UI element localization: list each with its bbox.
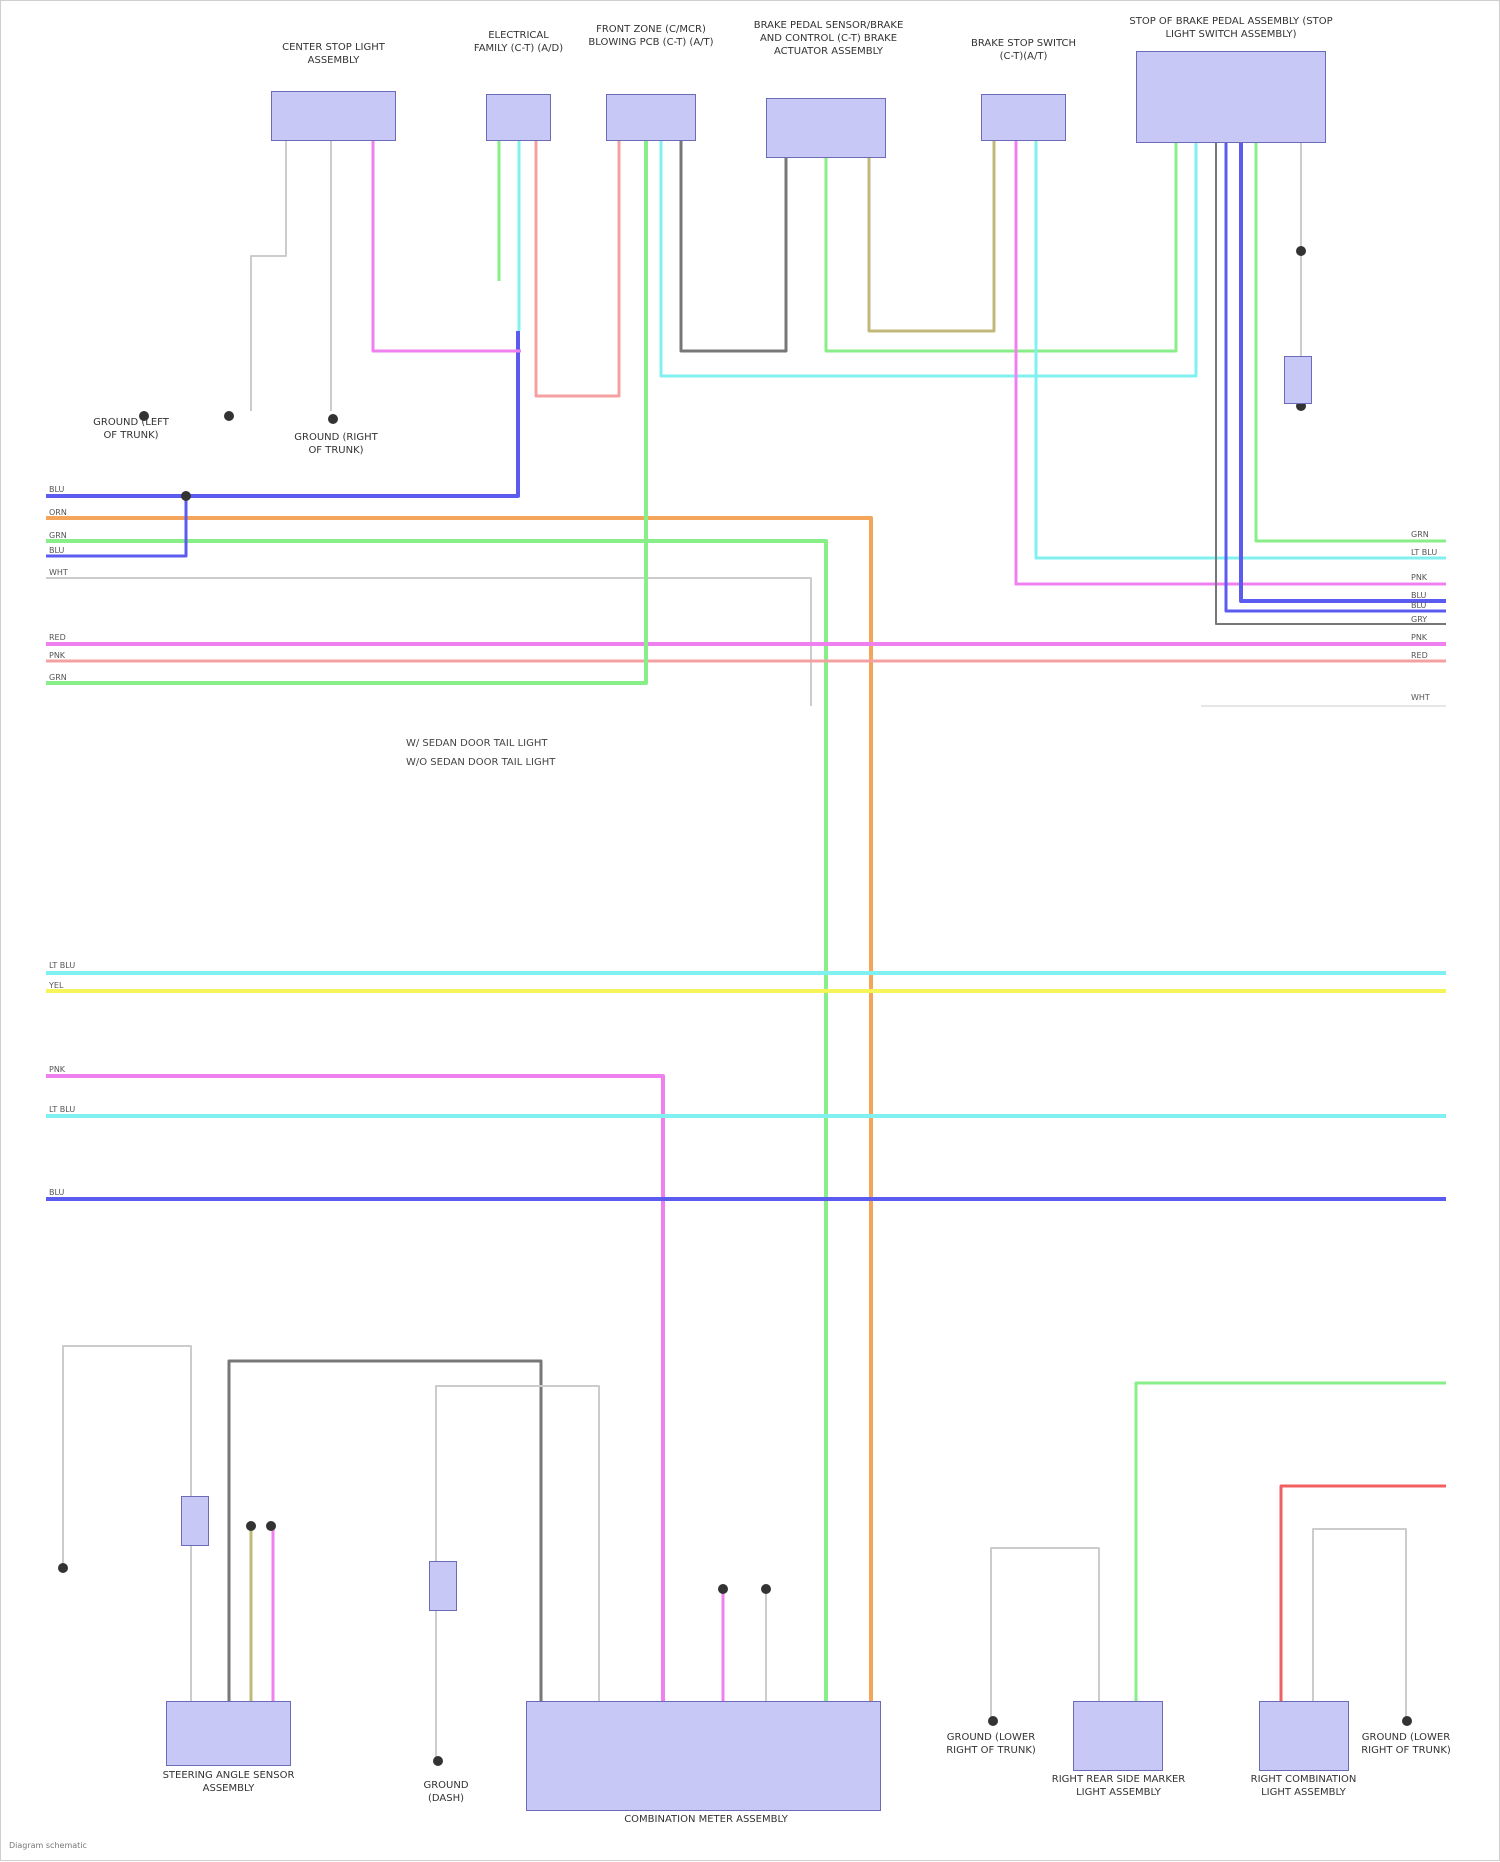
combination-meter-label: COMBINATION METER ASSEMBLY <box>561 1813 851 1826</box>
ground-dot-10 <box>988 1716 998 1726</box>
wire-top-green-ba <box>826 143 1176 351</box>
brake-actuator-label: BRAKE PEDAL SENSOR/BRAKE AND CONTROL (C-… <box>746 19 911 58</box>
mid-wire-label-4: BLU <box>49 1186 64 1199</box>
left-wire-label-0: BLU <box>49 483 64 496</box>
wire-orn-2 <box>46 518 871 1701</box>
combination-meter-connector <box>526 1701 881 1811</box>
wire-pnk-mid <box>46 1076 663 1701</box>
left-wire-label-4: WHT <box>49 566 68 579</box>
left-wire-label-2: GRN <box>49 529 67 542</box>
ground-dot-11 <box>1402 1716 1412 1726</box>
ground-dot-8 <box>718 1584 728 1594</box>
right-wire-label-0: GRN <box>1411 528 1429 541</box>
ground-label-4: GROUND (LOWER RIGHT OF TRUNK) <box>936 1731 1046 1757</box>
brake-actuator-connector <box>766 98 886 158</box>
mid-wire-label-2: PNK <box>49 1063 65 1076</box>
steering-angle-sensor-connector <box>166 1701 291 1766</box>
blowing-pcb-label: FRONT ZONE (C/MCR) BLOWING PCB (C-T) (A/… <box>586 23 716 49</box>
left-wire-label-1: ORN <box>49 506 67 519</box>
stop-light-switch-connector <box>1136 51 1326 143</box>
ground-label-3: GROUND (DASH) <box>406 1779 486 1805</box>
wire-bot-gray-loop1 <box>63 1346 191 1701</box>
brake-stop-switch-label: BRAKE STOP SWITCH (C-T)(A/T) <box>966 37 1081 63</box>
left-wire-label-6: PNK <box>49 649 65 662</box>
wire-top-gray-1 <box>251 141 286 411</box>
small-sensor-block <box>1284 356 1312 404</box>
wire-blu-4 <box>46 496 186 556</box>
wire-top-cyan-bp <box>661 141 1196 376</box>
left-wire-label-7: GRN <box>49 671 67 684</box>
inline-component-b <box>429 1561 457 1611</box>
wire-bot-gray-loop2 <box>229 1361 541 1701</box>
ground-label-2: GROUND (RIGHT OF TRUNK) <box>291 431 381 457</box>
left-wire-label-5: RED <box>49 631 66 644</box>
ground-dot-4 <box>58 1563 68 1573</box>
right-wire-label-1: LT BLU <box>1411 546 1437 559</box>
right-combination-light-connector <box>1259 1701 1349 1771</box>
mid-wire-label-3: LT BLU <box>49 1103 75 1116</box>
rear-side-marker-label: RIGHT REAR SIDE MARKER LIGHT ASSEMBLY <box>1046 1773 1191 1799</box>
ground-dot-3 <box>328 414 338 424</box>
wire-top-pink-ef <box>536 141 619 396</box>
wire-top-grn-sl <box>1256 143 1446 541</box>
right-wire-label-5: GRY <box>1411 613 1427 626</box>
junction-dot-2 <box>1296 246 1306 256</box>
inline-component-a <box>181 1496 209 1546</box>
wire-top-olive-ba <box>869 141 994 331</box>
wire-blu-1 <box>46 331 518 496</box>
blowing-pcb-connector <box>606 94 696 141</box>
left-wire-label-3: BLU <box>49 544 64 557</box>
wire-bot-red-rc <box>1281 1486 1446 1701</box>
legend-item-1: W/ SEDAN DOOR TAIL LIGHT <box>406 738 547 749</box>
wire-bot-gray-rc <box>1313 1529 1406 1721</box>
electrical-family-label: ELECTRICAL FAMILY (C-T) (A/D) <box>471 29 566 55</box>
wire-bot-gray-rs <box>991 1548 1099 1721</box>
wire-top-gray-bp <box>681 141 786 351</box>
mid-wire-label-0: LT BLU <box>49 959 75 972</box>
wire-top-pink-bs <box>1016 141 1446 584</box>
mid-wire-label-1: YEL <box>49 979 63 992</box>
ground-dot-2 <box>224 411 234 421</box>
right-wire-label-6: PNK <box>1411 631 1427 644</box>
right-wire-label-4: BLU <box>1411 599 1426 612</box>
stop-light-switch-label: STOP OF BRAKE PEDAL ASSEMBLY (STOP LIGHT… <box>1116 15 1346 41</box>
wire-bot-green-rs <box>1136 1383 1446 1701</box>
ground-label-5: GROUND (LOWER RIGHT OF TRUNK) <box>1351 1731 1461 1757</box>
center-stop-light-connector <box>271 91 396 141</box>
junction-dot-1 <box>181 491 191 501</box>
ground-label-1: GROUND (LEFT OF TRUNK) <box>86 416 176 442</box>
right-wire-label-2: PNK <box>1411 571 1427 584</box>
right-wire-label-8: WHT <box>1411 691 1430 704</box>
rear-side-marker-connector <box>1073 1701 1163 1771</box>
footer-text: Diagram schematic <box>9 1841 87 1850</box>
right-combination-light-label: RIGHT COMBINATION LIGHT ASSEMBLY <box>1236 1773 1371 1799</box>
brake-stop-switch-connector <box>981 94 1066 141</box>
ground-dot-7 <box>246 1521 256 1531</box>
steering-angle-sensor-label: STEERING ANGLE SENSOR ASSEMBLY <box>161 1769 296 1795</box>
ground-dot-9 <box>761 1584 771 1594</box>
electrical-family-connector <box>486 94 551 141</box>
wire-grn-9 <box>46 141 646 683</box>
ground-dot-6 <box>266 1521 276 1531</box>
ground-dot-5 <box>433 1756 443 1766</box>
center-stop-light-label: CENTER STOP LIGHT ASSEMBLY <box>271 41 396 67</box>
right-wire-label-7: RED <box>1411 649 1428 662</box>
legend-item-2: W/O SEDAN DOOR TAIL LIGHT <box>406 757 555 768</box>
